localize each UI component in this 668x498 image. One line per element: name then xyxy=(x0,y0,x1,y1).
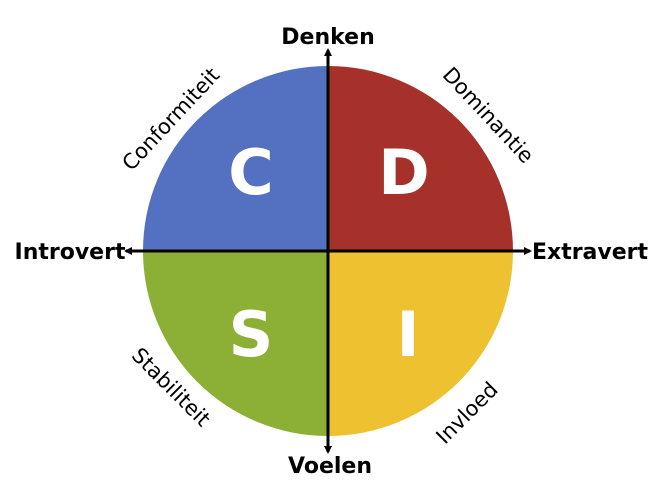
letter-c: C xyxy=(228,136,274,209)
axis-label-left: Introvert xyxy=(15,240,126,265)
quadrant-d xyxy=(328,66,513,251)
quadrant-c xyxy=(143,66,328,251)
axis-label-bottom: Voelen xyxy=(288,454,372,479)
axis-label-right: Extravert xyxy=(532,240,649,265)
axis-label-top: Denken xyxy=(281,25,374,50)
letter-i: I xyxy=(396,298,419,371)
quadrant-s xyxy=(143,251,328,436)
quadrant-i xyxy=(328,251,513,436)
letter-s: S xyxy=(229,298,274,371)
letter-d: D xyxy=(378,136,429,209)
